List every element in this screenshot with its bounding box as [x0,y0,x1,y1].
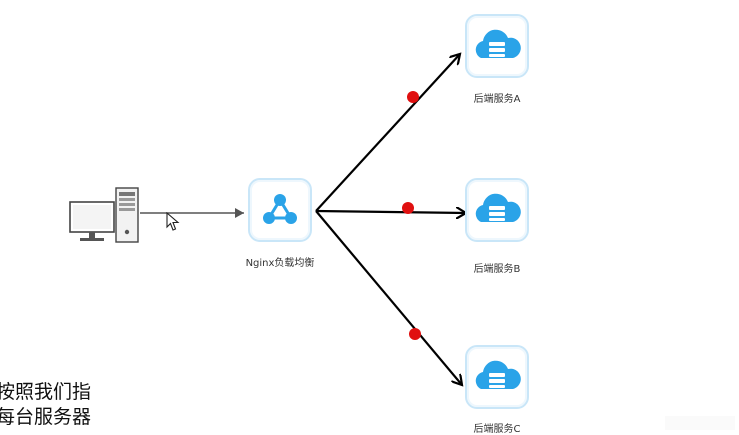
server-b-node [465,178,529,242]
cloud-server-icon [475,360,521,389]
balancer-label: Nginx负载均衡 [245,258,315,269]
caption-line-1: 按照我们指 [0,381,92,403]
share-network-icon [263,194,297,224]
cloud-server-icon [475,193,521,222]
request-dot-a [407,91,419,103]
server-c-node [465,345,529,409]
cloud-server-icon [475,29,521,58]
client-computer [68,186,140,246]
balancer-node [248,178,312,242]
mouse-cursor-icon [166,212,180,231]
server-c-label: 后端服务C [473,424,521,435]
server-a-label: 后端服务A [473,94,521,105]
request-dot-c [409,328,421,340]
caption-line-2: 每台服务器 [0,406,92,428]
server-b-label: 后端服务B [473,264,521,275]
balancer-to-server-b-arrow [315,211,466,213]
watermark-patch [665,416,735,430]
balancer-to-server-a-arrow [315,54,460,212]
server-a-node [465,14,529,78]
request-dot-b [402,202,414,214]
balancer-to-server-c-arrow [315,210,462,385]
desktop-computer-icon [69,187,139,243]
